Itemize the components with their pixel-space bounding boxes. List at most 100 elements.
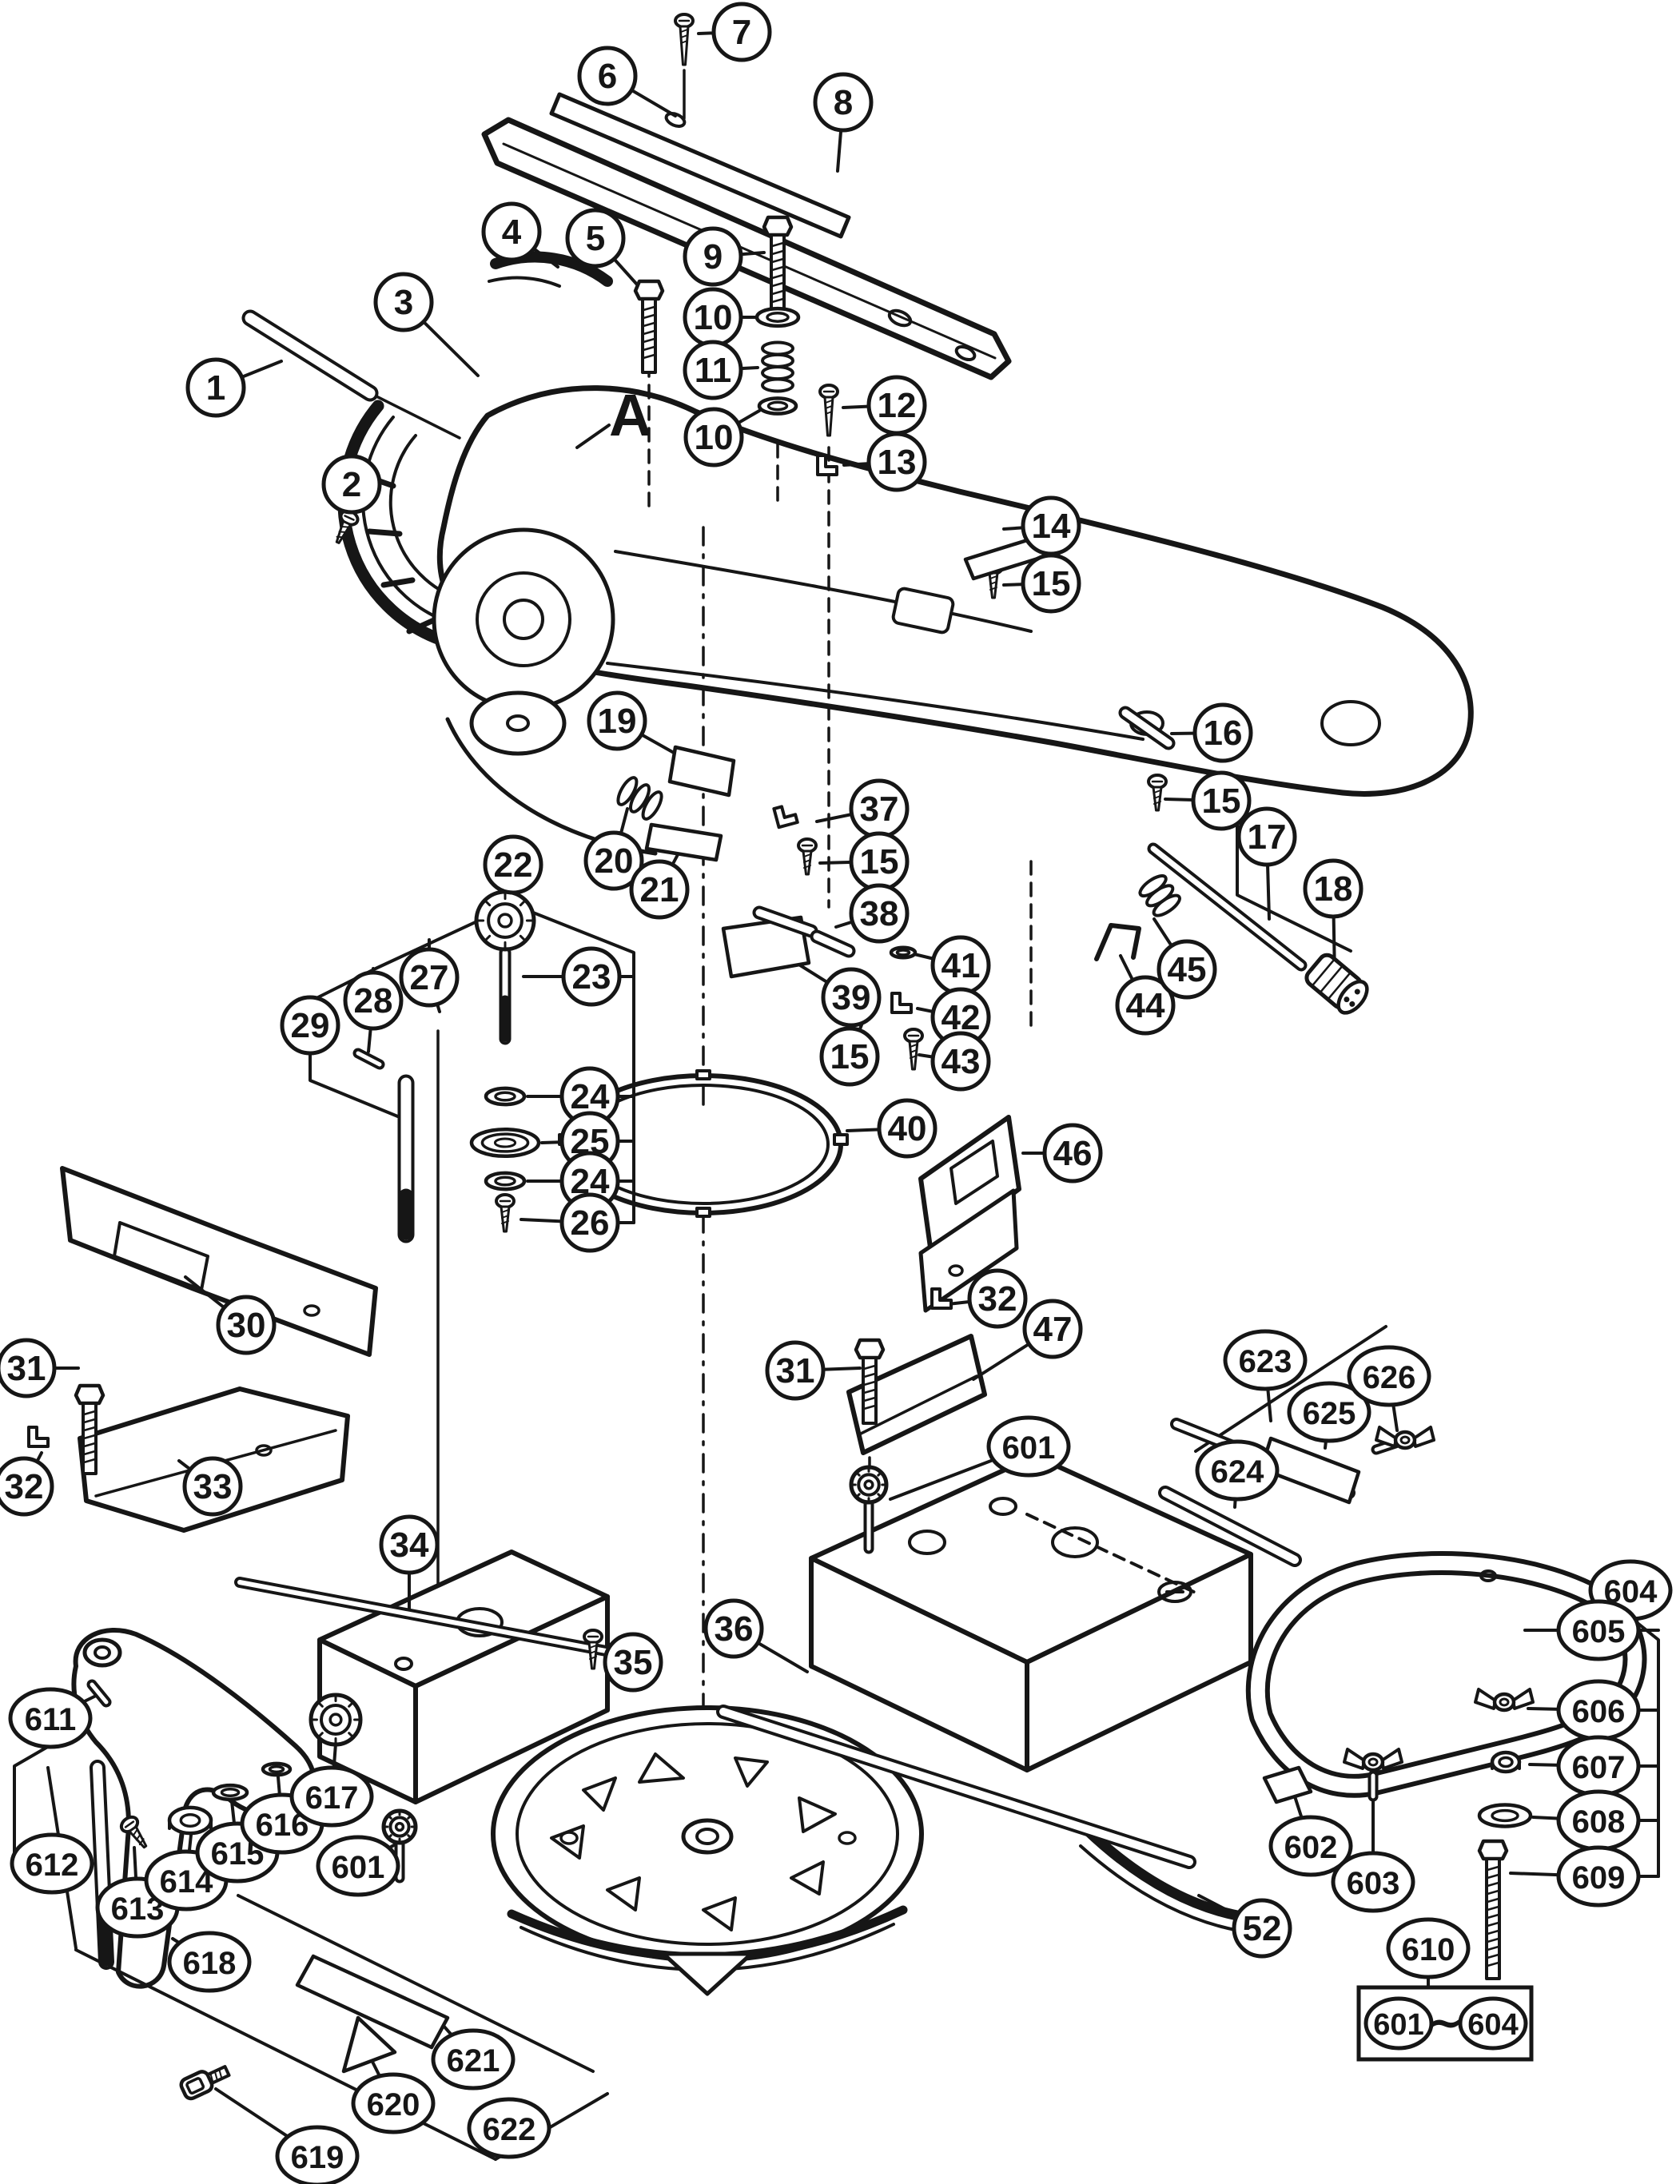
- callout-26: 26: [559, 1192, 620, 1253]
- screw-part: [674, 13, 695, 66]
- wing-nut-part: [1343, 1748, 1403, 1772]
- screw-part: [797, 837, 818, 876]
- callout-6-label: 6: [598, 57, 617, 96]
- callout-624-label: 624: [1211, 1454, 1264, 1490]
- callout-37: 37: [849, 778, 910, 839]
- callout-31-2-label: 31: [776, 1351, 815, 1390]
- screw-part: [1147, 774, 1168, 812]
- callout-5-label: 5: [586, 219, 605, 258]
- callout-19-label: 19: [598, 702, 637, 741]
- wing-nut-part: [1474, 1688, 1535, 1713]
- callout-602-label: 602: [1284, 1830, 1338, 1865]
- callout-47: 47: [1022, 1299, 1083, 1359]
- callout-1: 1: [185, 357, 246, 418]
- callout-601-2-label: 601: [332, 1850, 385, 1885]
- range-box: 601 ~ 604: [1356, 1985, 1534, 2062]
- callout-24-2: 24: [559, 1151, 620, 1211]
- callout-617: 617: [289, 1765, 374, 1828]
- callout-15-3: 15: [849, 831, 910, 892]
- callout-26-label: 26: [571, 1203, 610, 1243]
- callout-620-label: 620: [367, 2087, 420, 2122]
- callout-24: 24: [559, 1066, 620, 1127]
- callout-35-label: 35: [614, 1643, 653, 1682]
- bolt-part: [1477, 1839, 1509, 1980]
- rod-part: [352, 1048, 385, 1070]
- callout-6: 6: [577, 46, 638, 106]
- callout-20: 20: [583, 830, 644, 891]
- callout-23-label: 23: [572, 957, 611, 997]
- base-edges: [46, 1513, 1200, 2161]
- callout-28: 28: [343, 970, 404, 1031]
- callout-2-label: 2: [342, 465, 361, 504]
- callout-45-label: 45: [1168, 950, 1207, 989]
- callout-9-label: 9: [703, 237, 723, 276]
- callout-15: 15: [1021, 553, 1081, 614]
- callout-618: 618: [167, 1931, 252, 1993]
- screw-part: [583, 1629, 603, 1670]
- callout-29: 29: [280, 995, 340, 1056]
- leader-line: [1194, 1325, 1387, 1453]
- callout-9: 9: [683, 226, 743, 287]
- callout-46: 46: [1042, 1123, 1103, 1183]
- lock-key-part: [179, 2065, 231, 2101]
- screw-part: [818, 384, 839, 437]
- callout-17: 17: [1236, 806, 1297, 867]
- callout-22-label: 22: [494, 845, 533, 885]
- leader-line: [512, 903, 635, 1224]
- callout-17-label: 17: [1248, 818, 1287, 857]
- callout-32-label: 32: [5, 1467, 44, 1506]
- callout-28-label: 28: [354, 981, 393, 1020]
- callout-37-label: 37: [860, 790, 899, 829]
- callout-610-label: 610: [1402, 1932, 1455, 1967]
- knob-part: [381, 1808, 418, 1845]
- callout-34: 34: [379, 1514, 440, 1575]
- callout-22: 22: [483, 834, 543, 895]
- callout-31: 31: [0, 1338, 57, 1398]
- callout-15-4-label: 15: [830, 1037, 870, 1076]
- screw-part: [119, 1815, 148, 1849]
- cord-plug-part: [1304, 953, 1369, 1015]
- callout-45: 45: [1156, 939, 1217, 1000]
- callout-46-label: 46: [1053, 1134, 1093, 1173]
- callout-8: 8: [813, 72, 874, 133]
- callout-29-label: 29: [291, 1006, 330, 1045]
- rod-part: [716, 1705, 1196, 1869]
- callout-3: 3: [373, 272, 434, 332]
- callout-606-label: 606: [1572, 1694, 1626, 1729]
- spring-part: [761, 340, 794, 393]
- callout-605: 605: [1556, 1599, 1641, 1661]
- callout-623: 623: [1223, 1329, 1308, 1391]
- callout-607: 607: [1556, 1735, 1641, 1797]
- screw-part: [903, 1028, 924, 1071]
- plate-part: [1262, 1765, 1313, 1804]
- callout-621-label: 621: [447, 2043, 500, 2079]
- callout-10: 10: [683, 287, 743, 348]
- callout-12-label: 12: [878, 386, 917, 425]
- callout-1-label: 1: [206, 368, 225, 408]
- clip-part: [930, 1287, 953, 1310]
- callout-13: 13: [866, 432, 927, 492]
- callout-24-label: 24: [571, 1077, 610, 1116]
- bolt-part: [74, 1383, 105, 1475]
- callout-27: 27: [399, 947, 460, 1008]
- clip-part: [816, 454, 838, 476]
- callout-15-2: 15: [1191, 770, 1252, 831]
- callout-32-2: 32: [967, 1268, 1028, 1329]
- clip-part: [27, 1426, 50, 1448]
- washer-part: [211, 1783, 249, 1802]
- rod-part: [234, 1577, 637, 1661]
- callout-620: 620: [351, 2072, 436, 2134]
- washer-part: [889, 945, 918, 960]
- callout-4: 4: [481, 201, 542, 262]
- view-label: A: [609, 382, 651, 448]
- callout-21: 21: [629, 859, 690, 920]
- callout-621: 621: [431, 2028, 516, 2091]
- callout-34-label: 34: [390, 1526, 429, 1565]
- callout-3-label: 3: [394, 283, 413, 322]
- bolt-part: [854, 1338, 886, 1425]
- callout-626: 626: [1347, 1345, 1431, 1407]
- washer-part: [757, 396, 798, 416]
- callout-8-label: 8: [834, 83, 853, 122]
- plate-part: [341, 2015, 397, 2074]
